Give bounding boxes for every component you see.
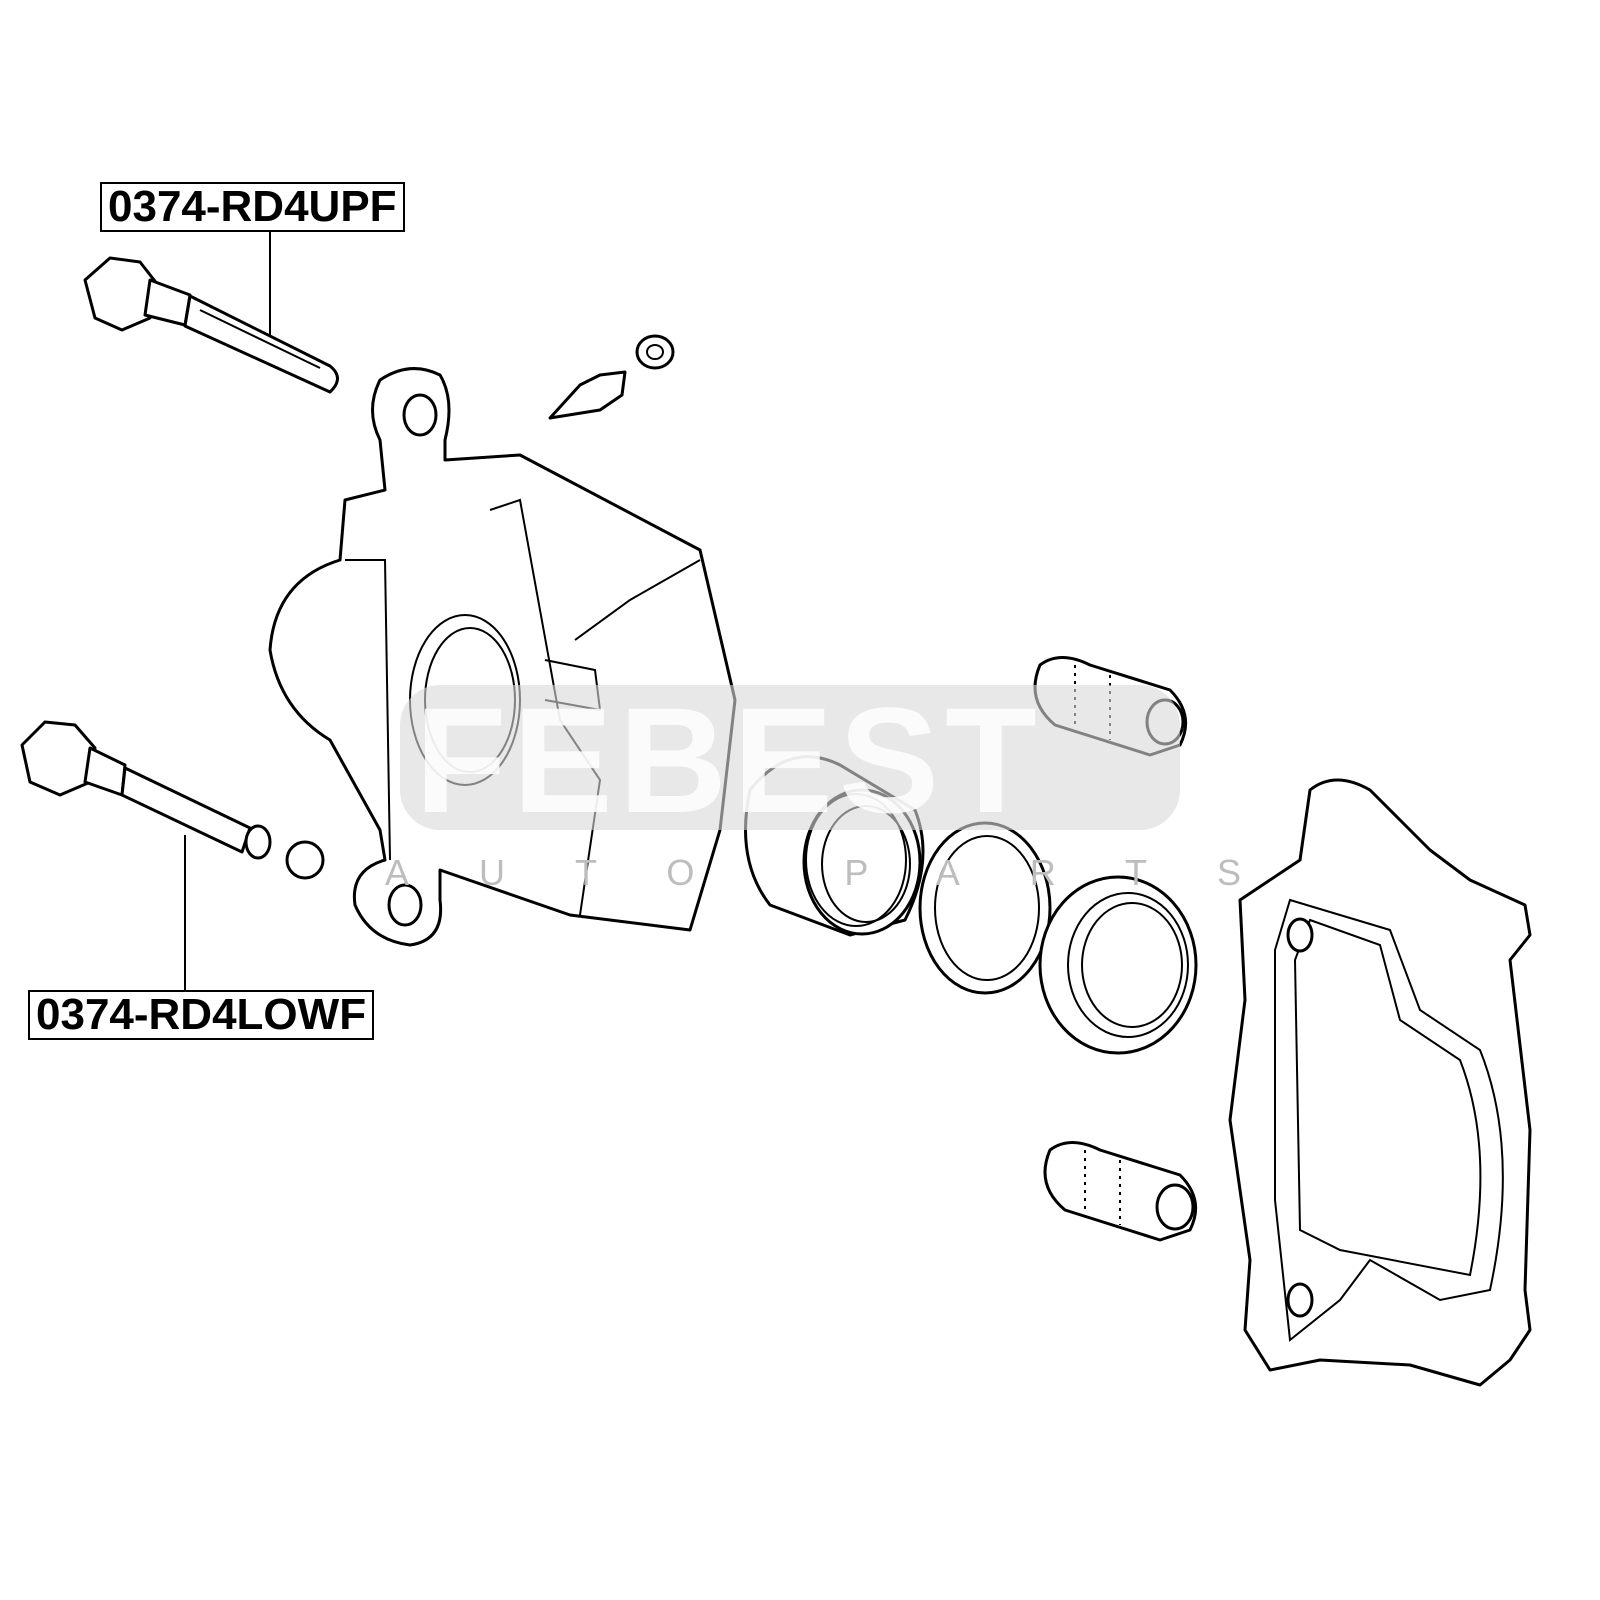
bleeder-screw xyxy=(548,334,675,420)
piston-seal xyxy=(918,821,1052,995)
lower-guide-pin xyxy=(20,720,325,880)
watermark-tagline: AUTO PARTS xyxy=(385,852,1311,893)
lower-pin-boot xyxy=(1043,1141,1198,1242)
watermark-brand: FEBEST xyxy=(415,676,1043,844)
part-number-lower-pin: 0374-RD4LOWF xyxy=(28,990,375,1040)
part-number-upper-pin: 0374-RD4UPF xyxy=(100,182,405,232)
caliper-bracket xyxy=(1228,778,1532,1387)
piston-dust-boot xyxy=(1038,875,1198,1055)
watermark-band xyxy=(400,685,1180,830)
watermark: FEBEST AUTO PARTS xyxy=(385,676,1311,893)
upper-guide-pin xyxy=(83,256,339,394)
